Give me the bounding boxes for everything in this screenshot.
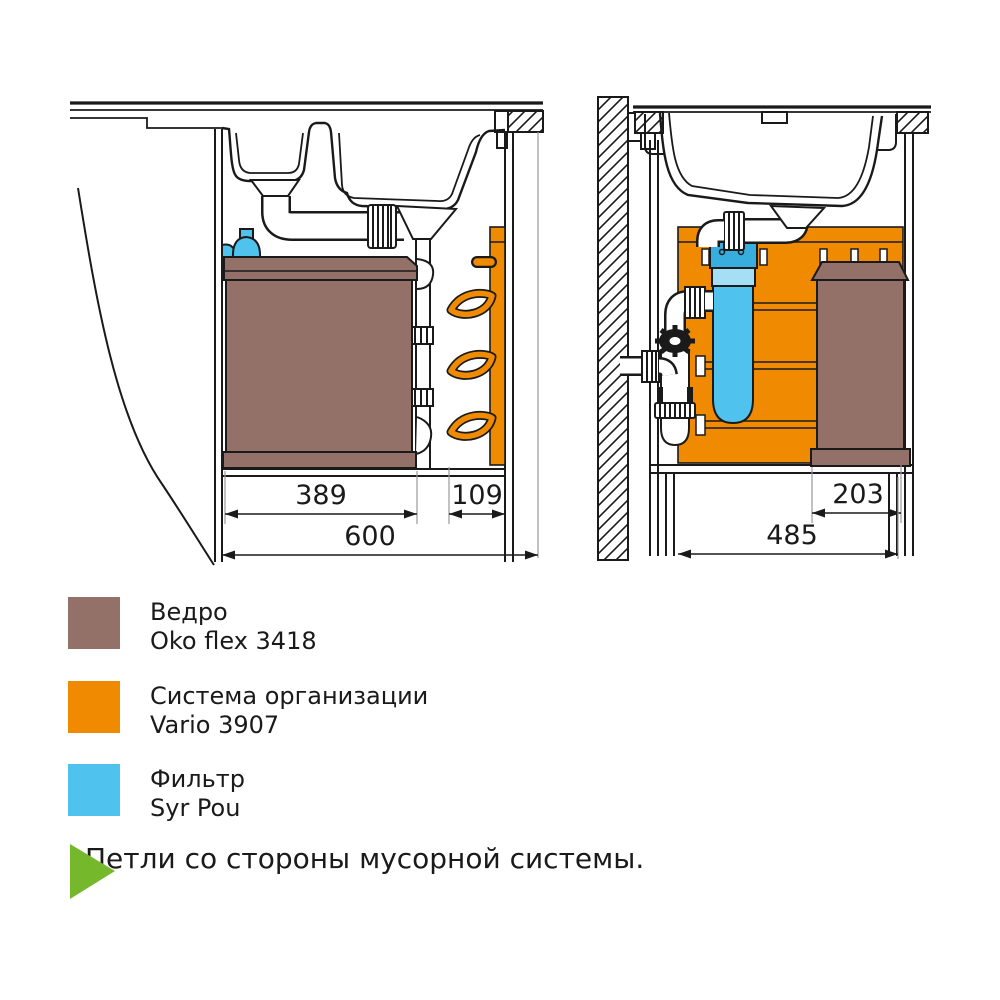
legend-sublabel: Oko flex 3418 — [150, 627, 317, 655]
dimension-389: 389 — [224, 471, 418, 524]
dimension-600: 600 — [222, 132, 539, 560]
dimension-485: 485 — [678, 477, 899, 559]
overflow-notch — [761, 111, 788, 124]
pipe-nut-wide — [654, 402, 696, 419]
note-arrow-icon — [70, 844, 115, 899]
detergent-bottle — [221, 228, 262, 259]
hinge-note: Петли со стороны мусорной системы. — [63, 842, 645, 899]
legend-item-organizer: Система организации Vario 3907 — [68, 681, 428, 740]
open-side-curve — [77, 187, 215, 566]
legend-sublabel: Vario 3907 — [150, 711, 280, 739]
double-bowl-sink — [221, 121, 506, 211]
single-bowl-sink — [644, 111, 897, 208]
dimension-109: 109 — [448, 467, 505, 524]
dim-label-600: 600 — [344, 521, 396, 552]
legend-label: Система организации — [150, 682, 429, 710]
waste-bucket-right — [810, 261, 911, 467]
waste-bucket-left — [222, 256, 418, 469]
legend-sublabel: Syr Pou — [150, 794, 241, 822]
countertop-right — [633, 105, 931, 150]
dim-label-109: 109 — [451, 480, 503, 511]
filter-color-swatch — [68, 764, 120, 816]
bucket-color-swatch — [68, 597, 120, 649]
legend-label: Фильтр — [150, 765, 245, 793]
shutoff-valve-knob — [655, 325, 695, 357]
drain-pipes-left — [249, 179, 459, 468]
water-supply-assembly — [620, 286, 713, 447]
organizer-rail-left — [446, 226, 506, 466]
screw-icon — [718, 248, 726, 256]
countertop-left — [70, 101, 544, 149]
dim-label-485: 485 — [766, 520, 818, 551]
dim-label-203: 203 — [832, 479, 884, 510]
organizer-color-swatch — [68, 681, 120, 733]
left-cabinet-diagram: 389 109 600 — [70, 101, 544, 566]
note-text: Петли со стороны мусорной системы. — [85, 842, 645, 875]
right-cabinet-diagram: 203 485 — [597, 96, 931, 561]
pipe-nut — [641, 350, 660, 383]
wall-section — [597, 96, 649, 561]
dim-label-389: 389 — [295, 480, 347, 511]
legend-item-bucket: Ведро Oko flex 3418 — [68, 597, 317, 656]
legend-item-filter: Фильтр Syr Pou — [68, 764, 245, 823]
filter-cartridge — [709, 238, 758, 425]
pipe-nut-left — [367, 204, 397, 249]
technical-drawings: 389 109 600 — [70, 96, 931, 566]
legend-label: Ведро — [150, 598, 228, 626]
sink-drain-pipe-right — [696, 204, 827, 251]
pipe-nut — [684, 286, 706, 319]
dimension-203: 203 — [811, 465, 902, 523]
pipe-nut — [723, 211, 745, 251]
